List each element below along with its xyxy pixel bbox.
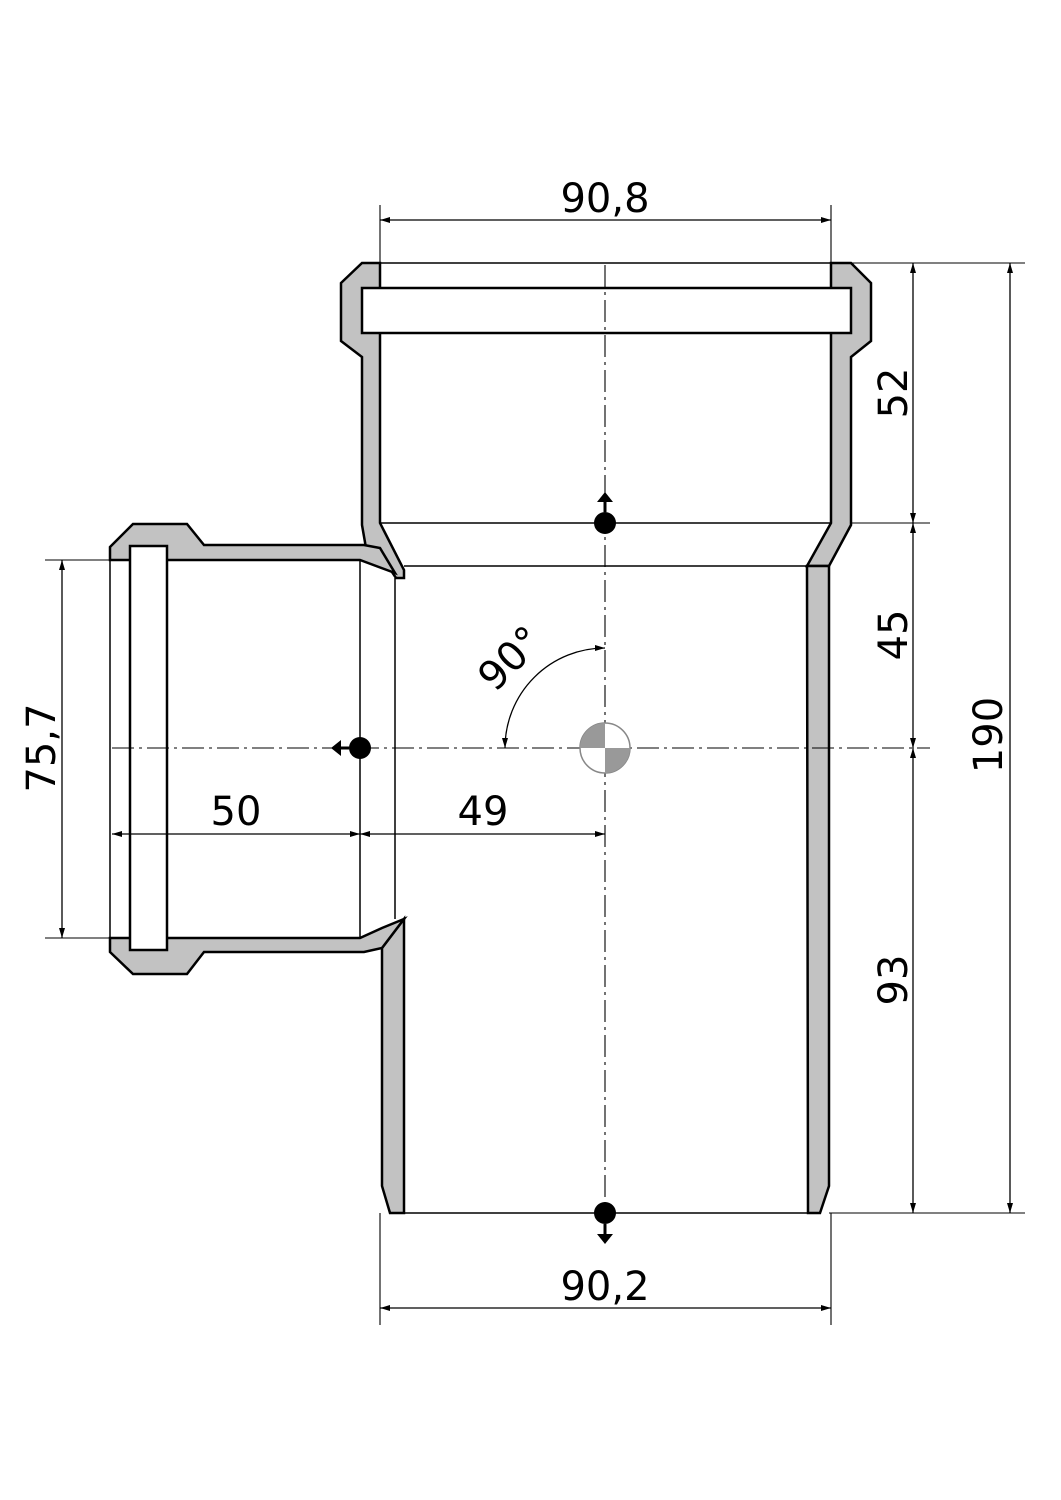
dimensions: 90,8 90,2 75,7 50 49 90° 52 45 93 bbox=[19, 176, 1025, 1325]
upper-socket-right-wall bbox=[804, 261, 873, 568]
top-width-label: 90,8 bbox=[560, 176, 649, 222]
center-mark bbox=[579, 722, 631, 774]
main-left-wall bbox=[380, 915, 406, 1215]
bottom-width-label: 90,2 bbox=[560, 1264, 649, 1310]
angle-arc bbox=[502, 645, 606, 749]
height-lower-label: 93 bbox=[871, 955, 917, 1006]
branch-socket-depth-label: 50 bbox=[211, 789, 262, 835]
branch-flow-marker bbox=[331, 737, 371, 759]
branch-bottom-wall bbox=[108, 916, 408, 976]
bottom-flow-marker bbox=[594, 1202, 616, 1244]
main-right-wall bbox=[805, 564, 831, 1215]
flow-markers bbox=[331, 492, 616, 1244]
height-middle-label: 45 bbox=[871, 610, 917, 661]
height-total-label: 190 bbox=[966, 697, 1012, 773]
angle-label: 90° bbox=[469, 617, 552, 700]
top-flow-marker bbox=[594, 492, 616, 534]
upper-seal-ring bbox=[360, 286, 853, 335]
branch-offset-label: 49 bbox=[458, 789, 509, 835]
height-socket-label: 52 bbox=[871, 368, 917, 419]
branch-diameter-label: 75,7 bbox=[19, 703, 65, 792]
tee-body bbox=[108, 261, 873, 1215]
